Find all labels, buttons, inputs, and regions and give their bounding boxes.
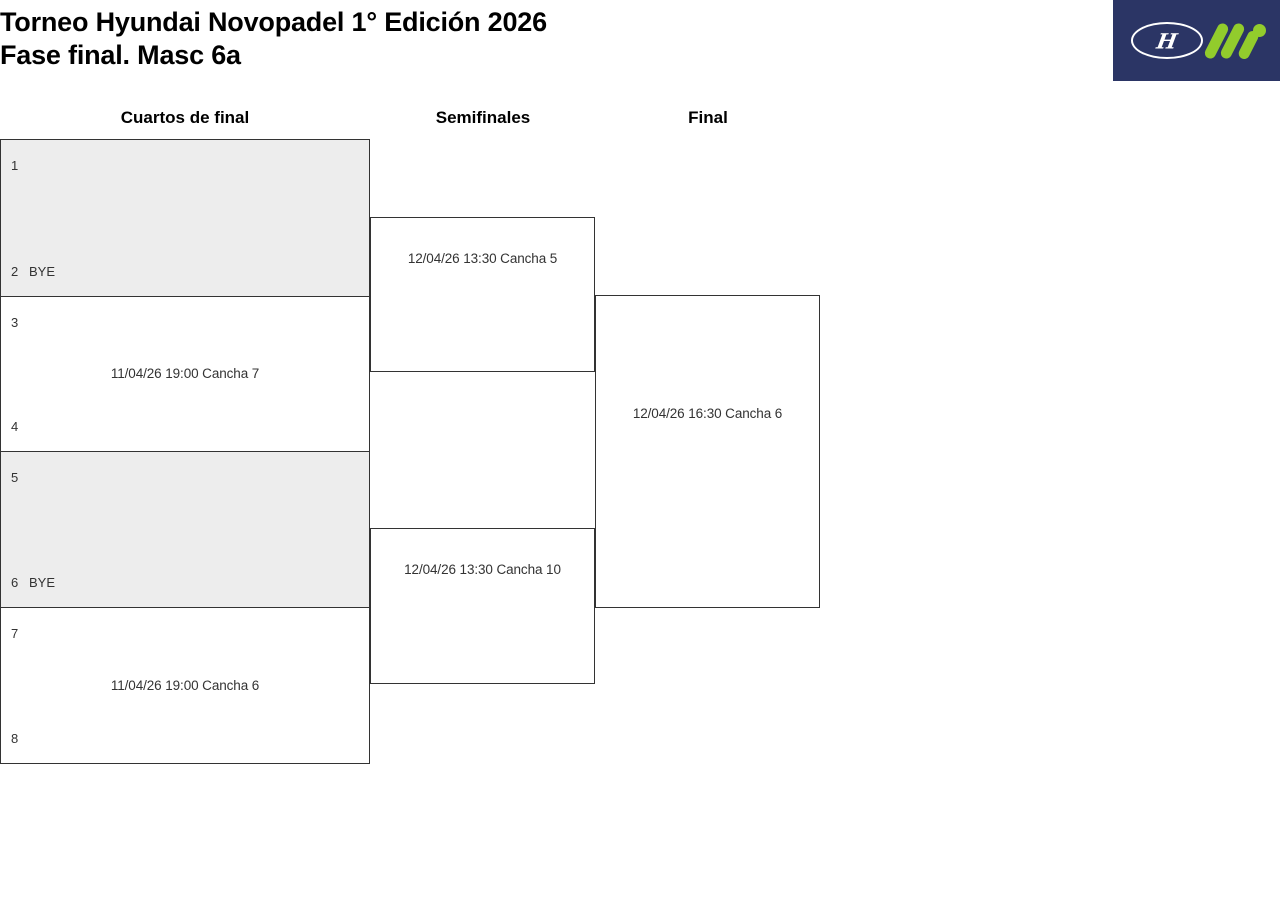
round-header-semifinals: Semifinales	[435, 108, 531, 127]
seed-number: 3	[11, 315, 19, 330]
team-name: BYE	[29, 575, 56, 590]
page-title: Torneo Hyundai Novopadel 1° Edición 2026…	[0, 6, 1100, 72]
match-schedule: 12/04/26 13:30 Cancha 10	[404, 562, 561, 577]
match-box-semifinal-1[interactable]: 12/04/26 13:30 Cancha 5	[370, 217, 595, 372]
match-box-quarterfinal-4[interactable]: 7 8 11/04/26 19:00 Cancha 6	[0, 607, 370, 764]
seed-number: 8	[11, 731, 19, 746]
match-schedule: 12/04/26 13:30 Cancha 5	[407, 251, 558, 266]
seed-number: 2	[11, 264, 19, 279]
novopadel-m-logo-icon	[1202, 18, 1269, 63]
match-box-quarterfinal-2[interactable]: 3 4 11/04/26 19:00 Cancha 7	[0, 296, 370, 452]
match-box-quarterfinal-1[interactable]: 1 2 BYE	[0, 139, 370, 297]
match-schedule: 11/04/26 19:00 Cancha 6	[110, 677, 260, 693]
m-dot	[1253, 24, 1266, 37]
seed-number: 5	[11, 470, 19, 485]
match-schedule: 12/04/26 16:30 Cancha 6	[632, 406, 783, 421]
match-slot-bottom: 2 BYE	[11, 264, 55, 279]
seed-number: 1	[11, 158, 19, 173]
team-name: BYE	[29, 264, 56, 279]
seed-number: 6	[11, 575, 19, 590]
hyundai-logo-icon: H	[1131, 22, 1203, 59]
match-slot-bottom: 6 BYE	[11, 575, 55, 590]
seed-number: 7	[11, 626, 19, 641]
sponsor-logo-banner: H	[1113, 0, 1280, 81]
round-header-final: Final	[688, 108, 728, 127]
match-slot-top: 5	[11, 470, 29, 485]
match-schedule: 11/04/26 19:00 Cancha 7	[110, 366, 260, 381]
match-box-quarterfinal-3[interactable]: 5 6 BYE	[0, 451, 370, 608]
match-slot-top: 3	[11, 315, 29, 330]
hyundai-oval-shape	[1131, 22, 1203, 59]
round-header-quarterfinals: Cuartos de final	[120, 108, 250, 127]
tournament-title-line-2: Fase final. Masc 6a	[0, 40, 241, 70]
match-slot-top: 7	[11, 626, 29, 641]
match-slot-bottom: 8	[11, 731, 29, 746]
match-slot-bottom: 4	[11, 419, 29, 434]
seed-number: 4	[11, 419, 19, 434]
match-box-final[interactable]: 12/04/26 16:30 Cancha 6	[595, 295, 820, 608]
tournament-title-line-1: Torneo Hyundai Novopadel 1° Edición 2026	[0, 7, 547, 37]
match-box-semifinal-2[interactable]: 12/04/26 13:30 Cancha 10	[370, 528, 595, 684]
match-slot-top: 1	[11, 158, 29, 173]
